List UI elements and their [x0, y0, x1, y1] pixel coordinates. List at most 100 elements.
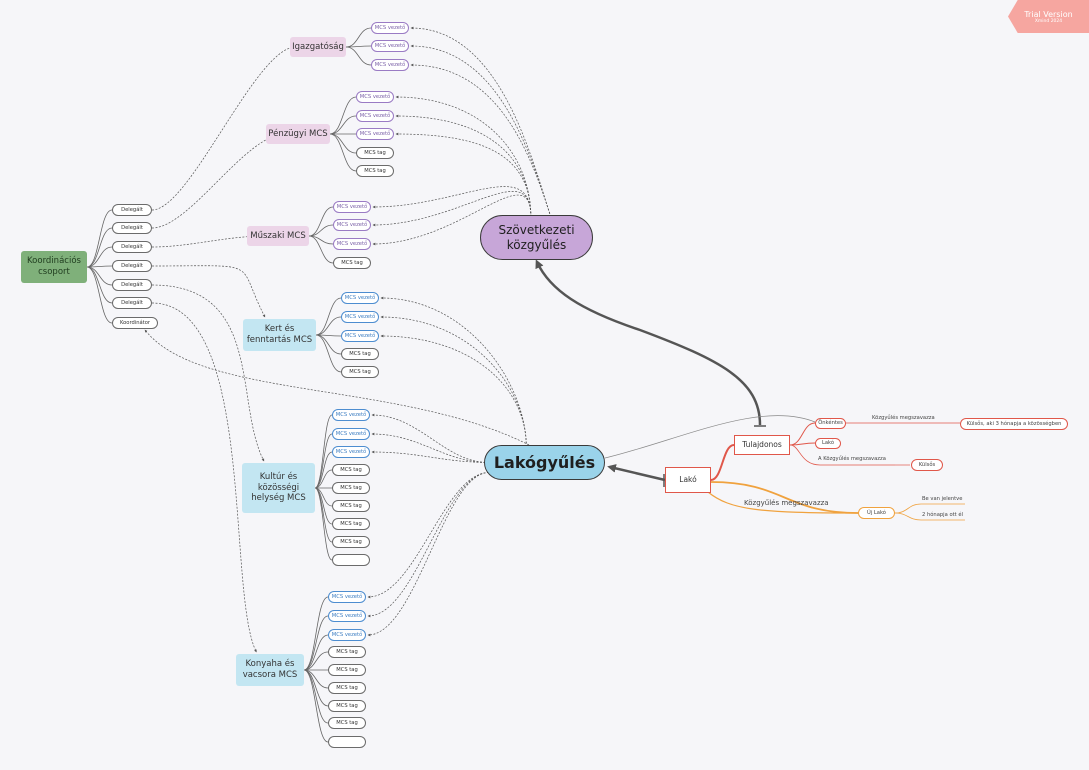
dashed-link: [372, 194, 532, 246]
tree-branch: [314, 451, 333, 489]
penzugyi-member-pill[interactable]: MCS tag: [356, 147, 394, 159]
dashed-link: [395, 132, 532, 218]
kozgyules-megszavazza-label-2: Közgyűlés megszavazza: [744, 499, 829, 507]
kulso-3-honap-node[interactable]: Külsős, aki 3 hónapja a közösségben: [960, 418, 1068, 430]
tree-branch: [314, 433, 333, 489]
konyaha-member-pill[interactable]: MCS tag: [328, 646, 366, 658]
dashed-link: [372, 191, 532, 227]
konyaha-member-pill[interactable]: MCS vezető: [328, 610, 366, 622]
konyaha-member-pill[interactable]: [328, 736, 366, 748]
uj-lako-node[interactable]: Új Lakó: [858, 507, 895, 519]
onkentes-node[interactable]: Önkéntes: [815, 418, 846, 429]
tree-branch: [710, 481, 859, 514]
tree-branch: [303, 651, 329, 671]
tree-branch: [894, 512, 922, 521]
konyaha-member-pill[interactable]: MCS tag: [328, 700, 366, 712]
delegalt-pill[interactable]: Delegált: [112, 279, 152, 291]
koordinacios-csoport-node[interactable]: Koordinációs csoport: [21, 251, 87, 283]
dashed-link: [380, 296, 527, 448]
delegalt-pill[interactable]: Delegált: [112, 204, 152, 216]
koordinator-pill[interactable]: Koordinátor: [112, 317, 158, 329]
lako-child-node[interactable]: Lakó: [815, 438, 841, 449]
kultur-member-pill[interactable]: MCS vezető: [332, 409, 370, 421]
delegalt-pill[interactable]: Delegált: [112, 241, 152, 253]
kultur-member-pill[interactable]: MCS tag: [332, 518, 370, 530]
tree-branch: [345, 46, 372, 66]
dashed-link: [371, 432, 490, 463]
dashed-link: [372, 186, 532, 218]
dashed-link: [380, 315, 527, 448]
penzugyi-mcs-node[interactable]: Pénzügyi MCS: [266, 124, 330, 144]
penzugyi-member-pill[interactable]: MCS tag: [356, 165, 394, 177]
trial-subtitle: Xmind 2024: [1034, 18, 1063, 24]
lakogyules-node[interactable]: Lakógyűlés: [484, 445, 605, 480]
ket-honapja-label: 2 hónapja ott él: [922, 512, 963, 518]
delegalt-pill[interactable]: Delegált: [112, 260, 152, 272]
kultur-member-pill[interactable]: MCS tag: [332, 536, 370, 548]
tree-branch: [315, 297, 342, 336]
tree-branch: [315, 316, 342, 336]
tree-branch: [789, 442, 816, 446]
tree-branch: [308, 235, 334, 264]
konyaha-member-pill[interactable]: MCS tag: [328, 682, 366, 694]
konyaha-member-pill[interactable]: MCS tag: [328, 717, 366, 729]
igazgatosag-member-pill[interactable]: MCS vezető: [371, 22, 409, 34]
dashed-link: [380, 334, 527, 448]
kultur-member-pill[interactable]: MCS tag: [332, 500, 370, 512]
konyaha-member-pill[interactable]: MCS vezető: [328, 629, 366, 641]
tree-branch: [789, 444, 895, 466]
be-van-jelentve-label: Be van jelentve: [922, 496, 963, 502]
muszaki-member-pill[interactable]: MCS vezető: [333, 219, 371, 231]
dashed-link: [371, 450, 490, 463]
kert-mcs-node[interactable]: Kert és fenntartás MCS: [243, 319, 316, 351]
kert-member-pill[interactable]: MCS tag: [341, 366, 379, 378]
tree-branch: [303, 615, 329, 671]
igazgatosag-member-pill[interactable]: MCS vezető: [371, 40, 409, 52]
dashed-link: [367, 472, 490, 637]
tree-branch: [308, 224, 334, 237]
delegalt-pill[interactable]: Delegált: [112, 297, 152, 309]
tree-branch: [308, 206, 334, 237]
dashed-link: [410, 26, 552, 218]
tree-branch: [707, 491, 859, 514]
penzugyi-member-pill[interactable]: MCS vezető: [356, 128, 394, 140]
tree-branch: [303, 634, 329, 671]
tree-branch: [86, 266, 113, 324]
muszaki-member-pill[interactable]: MCS vezető: [333, 238, 371, 250]
dashed-link: [367, 472, 490, 599]
trial-title: Trial Version: [1024, 9, 1073, 19]
delegalt-pill[interactable]: Delegált: [112, 222, 152, 234]
tree-branch: [315, 334, 342, 373]
tulajdonos-node[interactable]: Tulajdonos: [734, 435, 790, 455]
konyaha-member-pill[interactable]: MCS vezető: [328, 591, 366, 603]
kultur-member-pill[interactable]: MCS vezető: [332, 428, 370, 440]
kert-member-pill[interactable]: MCS vezető: [341, 311, 379, 323]
tree-branch: [329, 133, 357, 172]
igazgatosag-mcs-node[interactable]: Igazgatóság: [290, 37, 346, 57]
dashed-link: [151, 284, 265, 462]
muszaki-mcs-node[interactable]: Műszaki MCS: [247, 226, 309, 246]
penzugyi-member-pill[interactable]: MCS vezető: [356, 91, 394, 103]
kultur-member-pill[interactable]: MCS tag: [332, 464, 370, 476]
kultur-member-pill[interactable]: MCS vezető: [332, 446, 370, 458]
muszaki-member-pill[interactable]: MCS tag: [333, 257, 371, 269]
tree-branch: [86, 227, 113, 268]
muszaki-member-pill[interactable]: MCS vezető: [333, 201, 371, 213]
kert-member-pill[interactable]: MCS vezető: [341, 292, 379, 304]
a-kozgyules-megszavazza-label: A Közgyűlés megszavazza: [818, 456, 886, 462]
konyaha-mcs-node[interactable]: Konyaha és vacsora MCS: [236, 654, 304, 686]
kulso-node[interactable]: Külsős: [911, 459, 943, 471]
kultur-member-pill[interactable]: MCS tag: [332, 482, 370, 494]
szovetkezeti-kozgyules-node[interactable]: Szövetkezeti közgyűlés: [480, 215, 593, 260]
kert-member-pill[interactable]: MCS tag: [341, 348, 379, 360]
lako-node[interactable]: Lakó: [665, 467, 711, 493]
penzugyi-member-pill[interactable]: MCS vezető: [356, 110, 394, 122]
kultur-mcs-node[interactable]: Kultúr és közösségi helység MCS: [242, 463, 315, 513]
tree-branch: [314, 469, 333, 489]
kert-member-pill[interactable]: MCS vezető: [341, 330, 379, 342]
kultur-member-pill[interactable]: [332, 554, 370, 566]
igazgatosag-member-pill[interactable]: MCS vezető: [371, 59, 409, 71]
konyaha-member-pill[interactable]: MCS tag: [328, 664, 366, 676]
